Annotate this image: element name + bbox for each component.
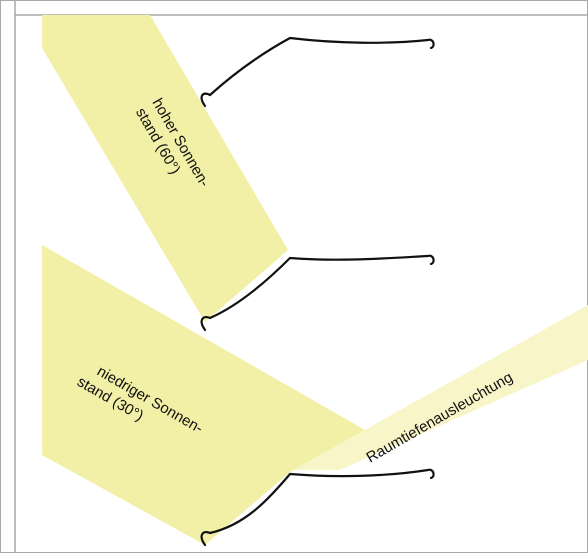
high-sun-beam [42, 15, 288, 322]
lower-slat [200, 468, 435, 547]
low-sun-beam [42, 245, 365, 545]
middle-slat [200, 254, 435, 332]
upper-slat [200, 36, 435, 108]
room-depth-beam [293, 305, 588, 470]
room-depth-label: Raumtiefenausleuchtung [364, 369, 516, 467]
